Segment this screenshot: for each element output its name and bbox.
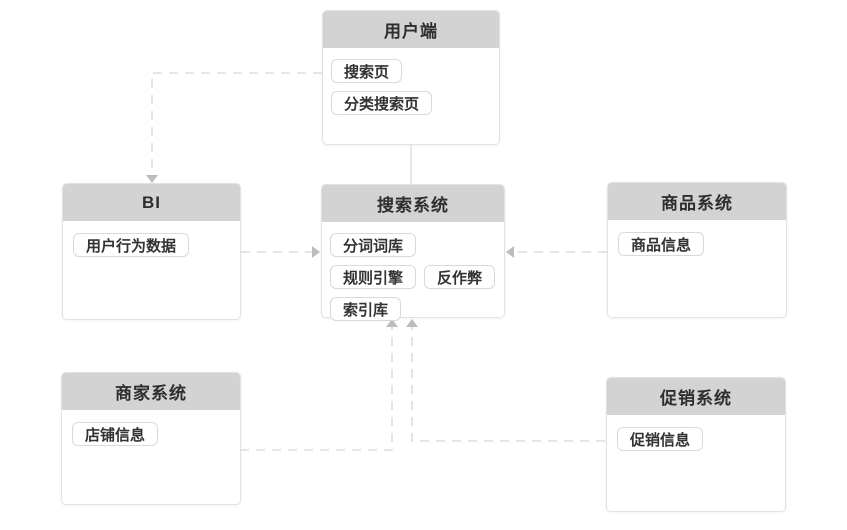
tag-index-store: 索引库	[330, 297, 402, 321]
node-product-system-body: 商品信息	[608, 220, 786, 317]
arrowhead-down-icon	[146, 175, 158, 183]
node-user-client: 用户端 搜索页 分类搜索页	[322, 10, 500, 145]
node-user-client-body: 搜索页 分类搜索页	[323, 48, 499, 144]
node-search-system: 搜索系统 分词词库 规则引擎 反作弊 索引库	[321, 184, 505, 321]
tag-anti-cheating: 反作弊	[424, 265, 496, 289]
node-user-client-title: 用户端	[323, 11, 499, 48]
edge-promotion-to-search	[411, 327, 605, 442]
node-search-system-body: 分词词库 规则引擎 反作弊 索引库	[322, 222, 504, 332]
tag-word-segmentation-lexicon: 分词词库	[330, 233, 417, 257]
node-bi-title: BI	[63, 184, 240, 221]
edge-user-to-bi	[151, 72, 322, 175]
node-search-system-title: 搜索系统	[322, 185, 504, 222]
node-promotion-system: 促销系统 促销信息	[606, 377, 786, 512]
node-merchant-system-body: 店铺信息	[62, 410, 240, 504]
node-merchant-system: 商家系统 店铺信息	[61, 372, 241, 505]
tag-product-info: 商品信息	[618, 232, 705, 256]
node-promotion-system-title: 促销系统	[607, 378, 785, 415]
node-merchant-system-title: 商家系统	[62, 373, 240, 410]
edge-merchant-to-search	[240, 327, 393, 451]
tag-shop-info: 店铺信息	[72, 422, 159, 446]
tag-promotion-info: 促销信息	[617, 427, 704, 451]
tag-rule-engine: 规则引擎	[330, 265, 417, 289]
node-promotion-system-body: 促销信息	[607, 415, 785, 511]
tag-search-page: 搜索页	[331, 59, 403, 83]
tag-user-behavior-data: 用户行为数据	[73, 233, 190, 257]
tag-category-search-page: 分类搜索页	[331, 91, 433, 115]
arrowhead-left-icon	[506, 246, 514, 258]
node-product-system: 商品系统 商品信息	[607, 182, 787, 318]
arrowhead-right-icon	[312, 246, 320, 258]
node-bi: BI 用户行为数据	[62, 183, 241, 320]
node-product-system-title: 商品系统	[608, 183, 786, 220]
node-bi-body: 用户行为数据	[63, 221, 240, 319]
